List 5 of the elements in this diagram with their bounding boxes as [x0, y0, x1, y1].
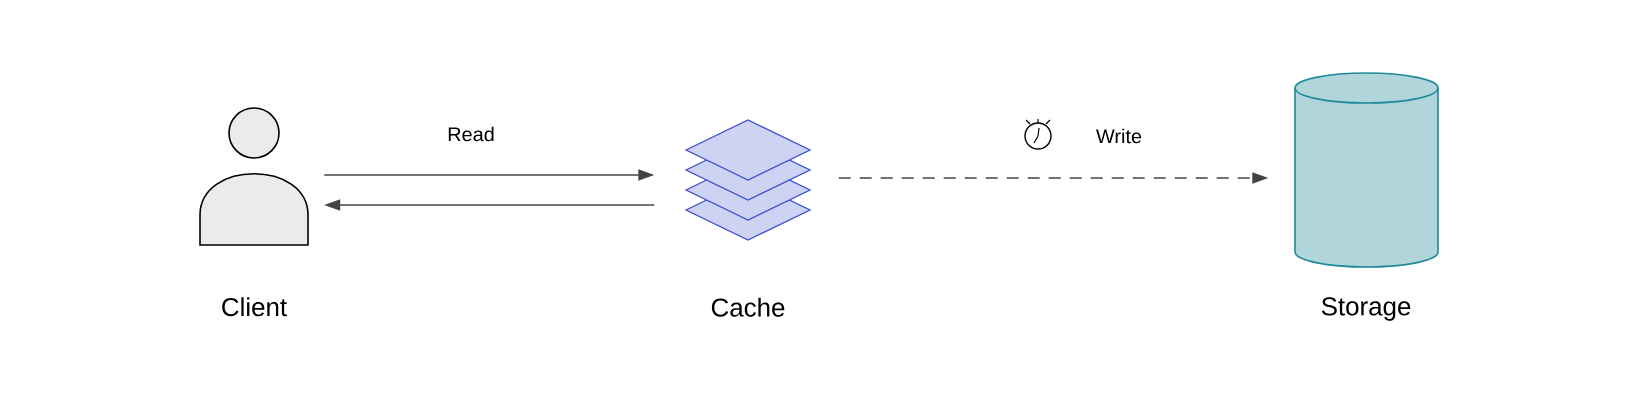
edge-label: Read	[445, 124, 497, 144]
node-label: Storage	[1321, 297, 1411, 321]
edge-label: Write	[1093, 126, 1145, 146]
node-label: Client	[222, 297, 287, 317]
node-label: Cache	[711, 297, 785, 317]
